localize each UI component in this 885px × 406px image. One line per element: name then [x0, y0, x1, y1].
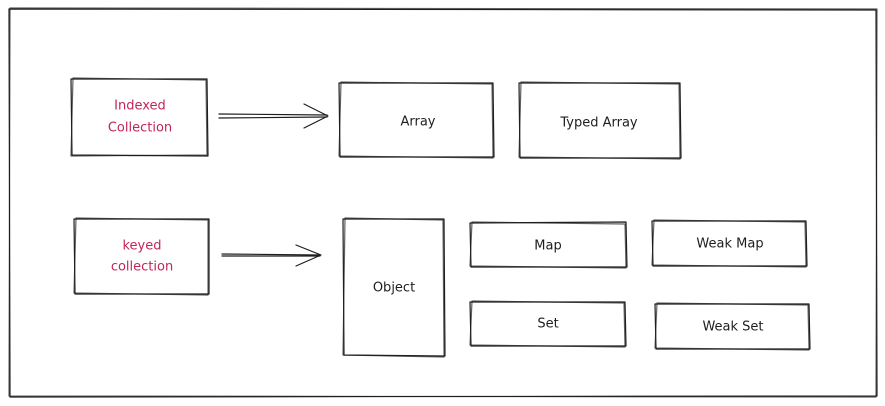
object-box: Object: [342, 217, 446, 358]
typed-array-box: Typed Array: [518, 81, 682, 160]
indexed-collection-label-line2: Collection: [108, 121, 172, 136]
keyed-collection-label-line1: keyed: [122, 239, 161, 254]
outer-frame: [8, 7, 878, 398]
set-box: Set: [469, 300, 627, 348]
weak-set-label: Weak Set: [702, 320, 763, 335]
array-box: Array: [338, 81, 495, 159]
indexed-arrow: [218, 103, 329, 129]
keyed-collection-box: keyed collection: [73, 217, 210, 296]
weak-map-box: Weak Map: [651, 219, 808, 268]
set-label: Set: [537, 317, 558, 332]
keyed-arrow: [221, 244, 322, 267]
keyed-collection-label-line2: collection: [111, 260, 173, 275]
object-label: Object: [373, 281, 415, 296]
map-box: Map: [469, 221, 628, 269]
weak-set-box: Weak Set: [654, 302, 811, 351]
indexed-collection-label-line1: Indexed: [114, 99, 166, 114]
indexed-collection-box: Indexed Collection: [70, 77, 209, 157]
array-label: Array: [400, 115, 435, 130]
typed-array-label: Typed Array: [559, 116, 638, 131]
weak-map-label: Weak Map: [696, 237, 763, 252]
map-label: Map: [534, 239, 561, 254]
